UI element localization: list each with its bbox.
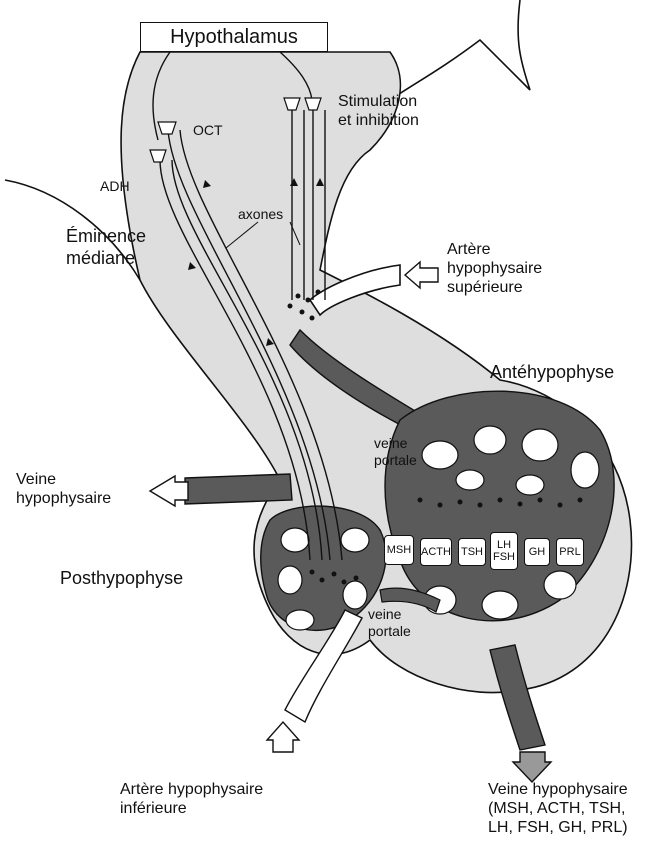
- artery-sup-arrow: [405, 262, 438, 288]
- hormone-box-lh-fsh: LH FSH: [490, 532, 518, 570]
- label-oct: OCT: [193, 122, 223, 139]
- hormone-box-prl: PRL: [556, 538, 584, 566]
- vein-left-arrow: [150, 476, 188, 506]
- vein-left: [185, 474, 292, 504]
- label-veine-portale-lower: veine portale: [368, 606, 411, 640]
- label-artere-inferieure: Artère hypophysaire inférieure: [120, 780, 263, 818]
- hormone-box-gh: GH: [524, 538, 550, 566]
- label-axones: axones: [238, 206, 283, 223]
- hormone-box-msh: MSH: [384, 535, 414, 565]
- brain-outline-right: [390, 0, 530, 100]
- label-artere-superieure: Artère hypophysaire supérieure: [447, 240, 542, 298]
- label-veine-portale-upper: veine portale: [374, 435, 417, 469]
- label-adh: ADH: [100, 178, 130, 195]
- artery-inf-arrow: [267, 722, 299, 752]
- label-antehypophyse: Antéhypophyse: [490, 362, 614, 384]
- hypothalamus-title: Hypothalamus: [140, 22, 328, 52]
- label-eminence: Éminence médiane: [66, 226, 146, 269]
- vein-bottom-arrow: [513, 752, 551, 782]
- label-posthypophyse: Posthypophyse: [60, 568, 183, 590]
- hormone-box-tsh: TSH: [458, 538, 486, 566]
- label-veine-hypophysaire-bottom: Veine hypophysaire (MSH, ACTH, TSH, LH, …: [488, 780, 628, 838]
- label-stimulation: Stimulation et inhibition: [338, 92, 419, 130]
- label-veine-hypophysaire-left: Veine hypophysaire: [16, 470, 111, 508]
- hormone-box-acth: ACTH: [420, 538, 452, 566]
